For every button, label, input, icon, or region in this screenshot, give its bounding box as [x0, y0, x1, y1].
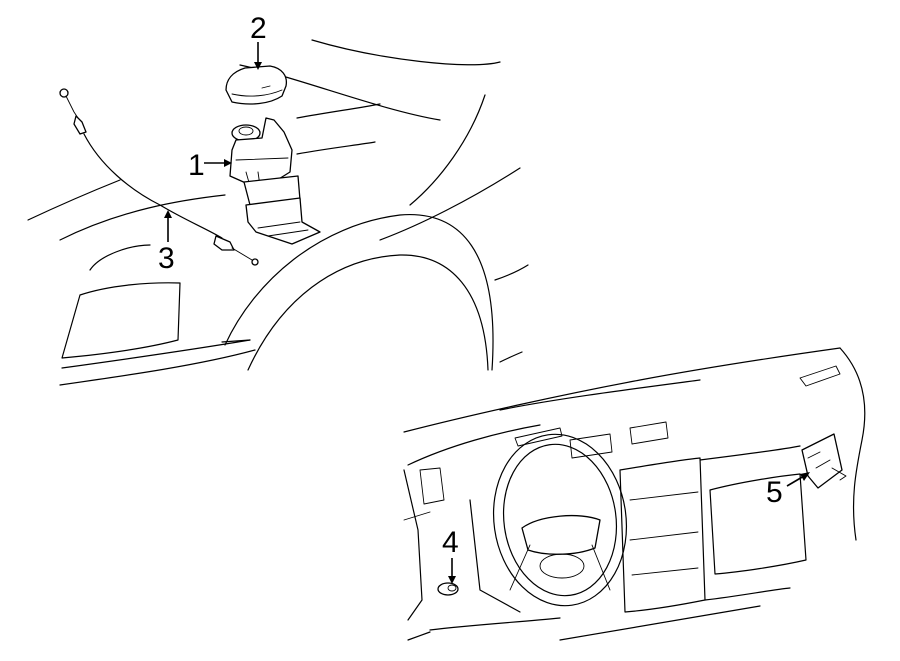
callout-2: 2	[250, 12, 267, 45]
callout-4: 4	[442, 526, 459, 559]
reservoir-cap	[225, 65, 288, 105]
switch-part	[437, 582, 459, 596]
callout-arrows	[164, 42, 810, 584]
dashboard-outline	[403, 347, 866, 641]
hood-release-cable	[59, 88, 259, 266]
callout-1: 1	[188, 149, 205, 182]
vehicle-front-outline	[27, 39, 529, 386]
callout-3: 3	[158, 242, 175, 275]
reservoir-assembly	[229, 117, 321, 245]
control-module	[801, 433, 847, 489]
steering-wheel	[492, 433, 628, 607]
callout-5: 5	[766, 476, 783, 509]
